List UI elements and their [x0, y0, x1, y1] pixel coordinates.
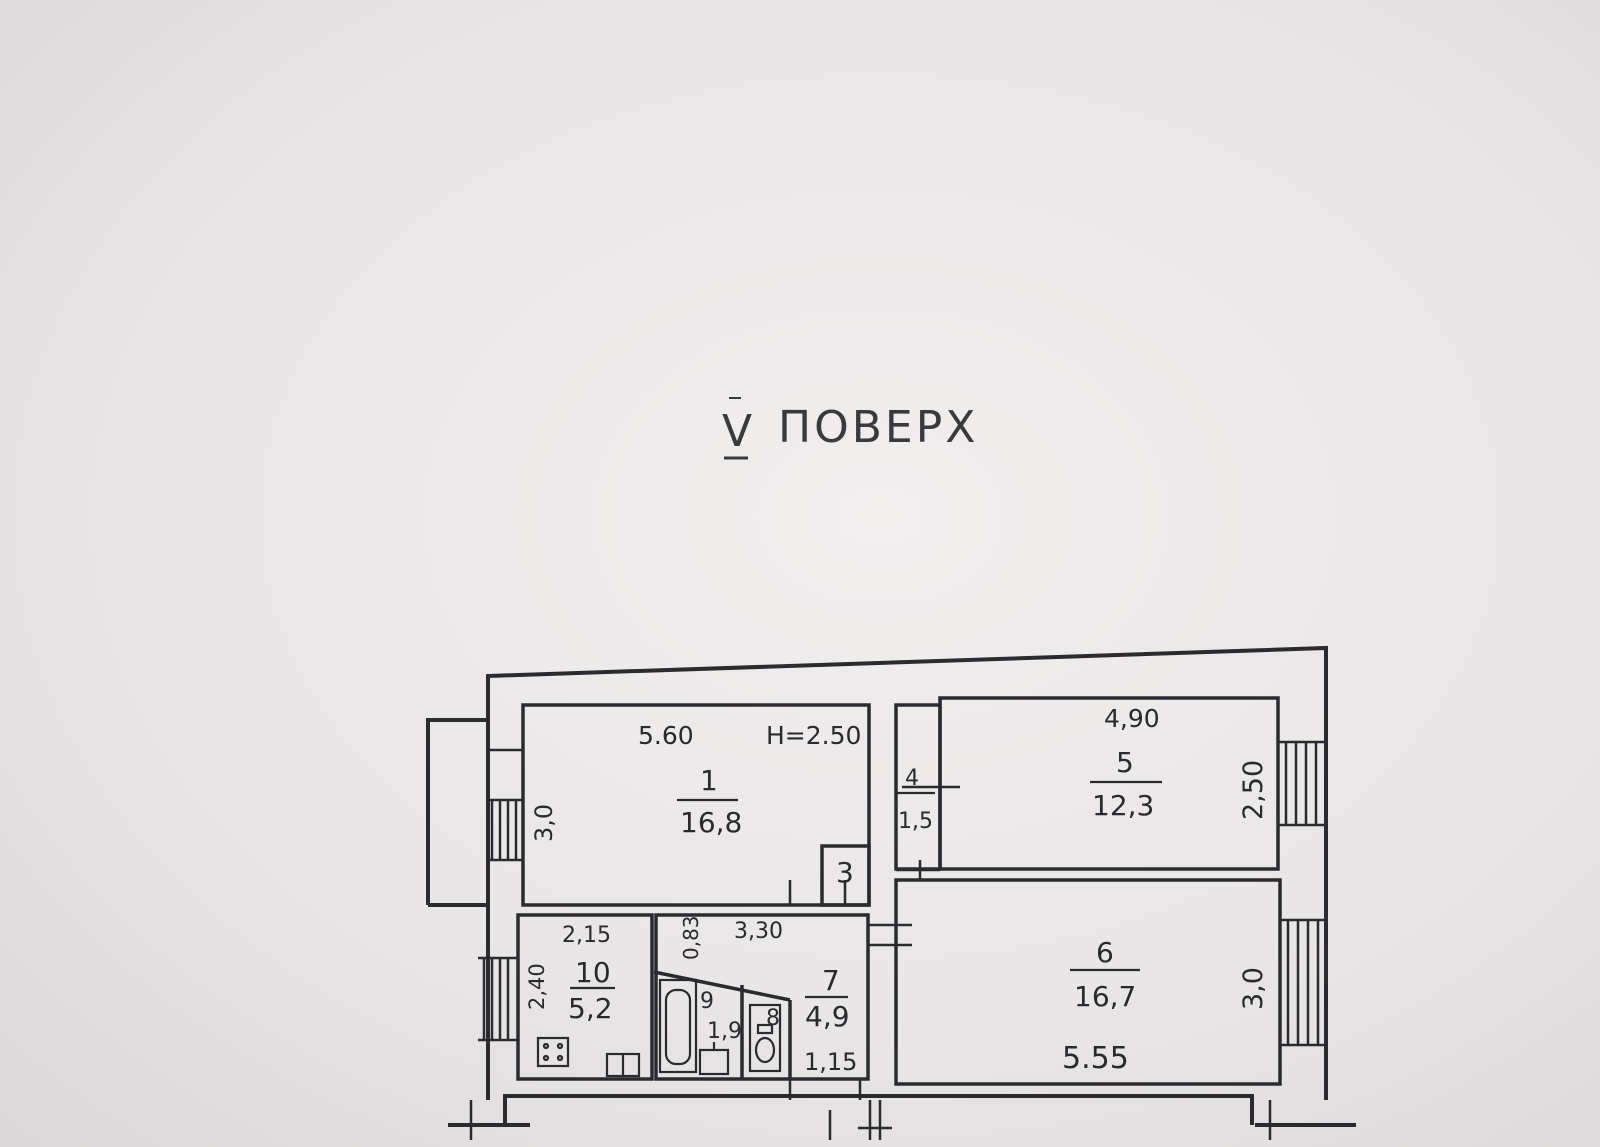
outer-walls — [426, 645, 1356, 1127]
room-6-outline — [894, 878, 1282, 1086]
room-10-number: 10 — [575, 956, 611, 989]
window-room6 — [1280, 918, 1326, 1047]
window-room1 — [488, 748, 523, 862]
ceiling-height: H=2.50 — [766, 721, 861, 750]
room-5-depth: 2,50 — [1238, 760, 1269, 820]
room-10-outline — [516, 913, 654, 1081]
room-4-area: 1,5 — [898, 809, 933, 834]
stove-icon — [536, 1036, 570, 1068]
room-3-number: 3 — [836, 856, 854, 889]
room-walls — [516, 696, 1282, 1086]
windows — [478, 740, 1326, 1047]
room-6-width: 5.55 — [1062, 1041, 1129, 1076]
room-1-width: 5.60 — [638, 721, 694, 750]
room-8-number: 8 — [766, 1006, 780, 1031]
room-10-depth: 2,40 — [525, 963, 549, 1010]
room-4-number: 4 — [905, 766, 919, 791]
room-7-outline — [654, 913, 870, 1081]
room-9-number: 9 — [700, 989, 714, 1014]
room-1-area: 16,8 — [680, 806, 742, 839]
fixtures — [536, 978, 782, 1078]
room-6-depth: 3,0 — [1238, 967, 1269, 1010]
door-marks — [469, 785, 1272, 1140]
room-7-number: 7 — [822, 964, 840, 997]
room-6-number: 6 — [1096, 936, 1114, 969]
room-7-area: 4,9 — [805, 1000, 850, 1033]
room-5-outline — [938, 696, 1280, 871]
room-labels — [570, 780, 1162, 999]
floor-word: ПОВЕРХ — [778, 402, 978, 453]
room-1-depth: 3,0 — [530, 804, 558, 842]
room-6-area: 16,7 — [1074, 980, 1136, 1013]
room-5-area: 12,3 — [1092, 789, 1154, 822]
bath-width: 0,83 — [679, 915, 703, 960]
kitchen-sink-icon — [605, 1052, 641, 1078]
room-5-number: 5 — [1116, 746, 1134, 779]
window-room5 — [1278, 740, 1326, 827]
room-5-width: 4,90 — [1104, 704, 1160, 733]
room-1-number: 1 — [700, 764, 718, 797]
corridor-width: 3,30 — [734, 919, 783, 944]
floor-numeral: V — [722, 406, 755, 457]
floor-title: V ПОВЕРХ — [722, 397, 978, 460]
sink-icon — [698, 1042, 730, 1076]
corridor-depth: 1,15 — [804, 1048, 857, 1076]
room-10-width: 2,15 — [562, 923, 611, 948]
window-room10 — [478, 956, 518, 1042]
room-10-area: 5,2 — [568, 992, 613, 1025]
room-1-outline — [521, 703, 871, 907]
bathtub-icon — [658, 978, 698, 1074]
room-9-area: 1,9 — [707, 1019, 742, 1044]
toilet-icon — [748, 1003, 782, 1073]
